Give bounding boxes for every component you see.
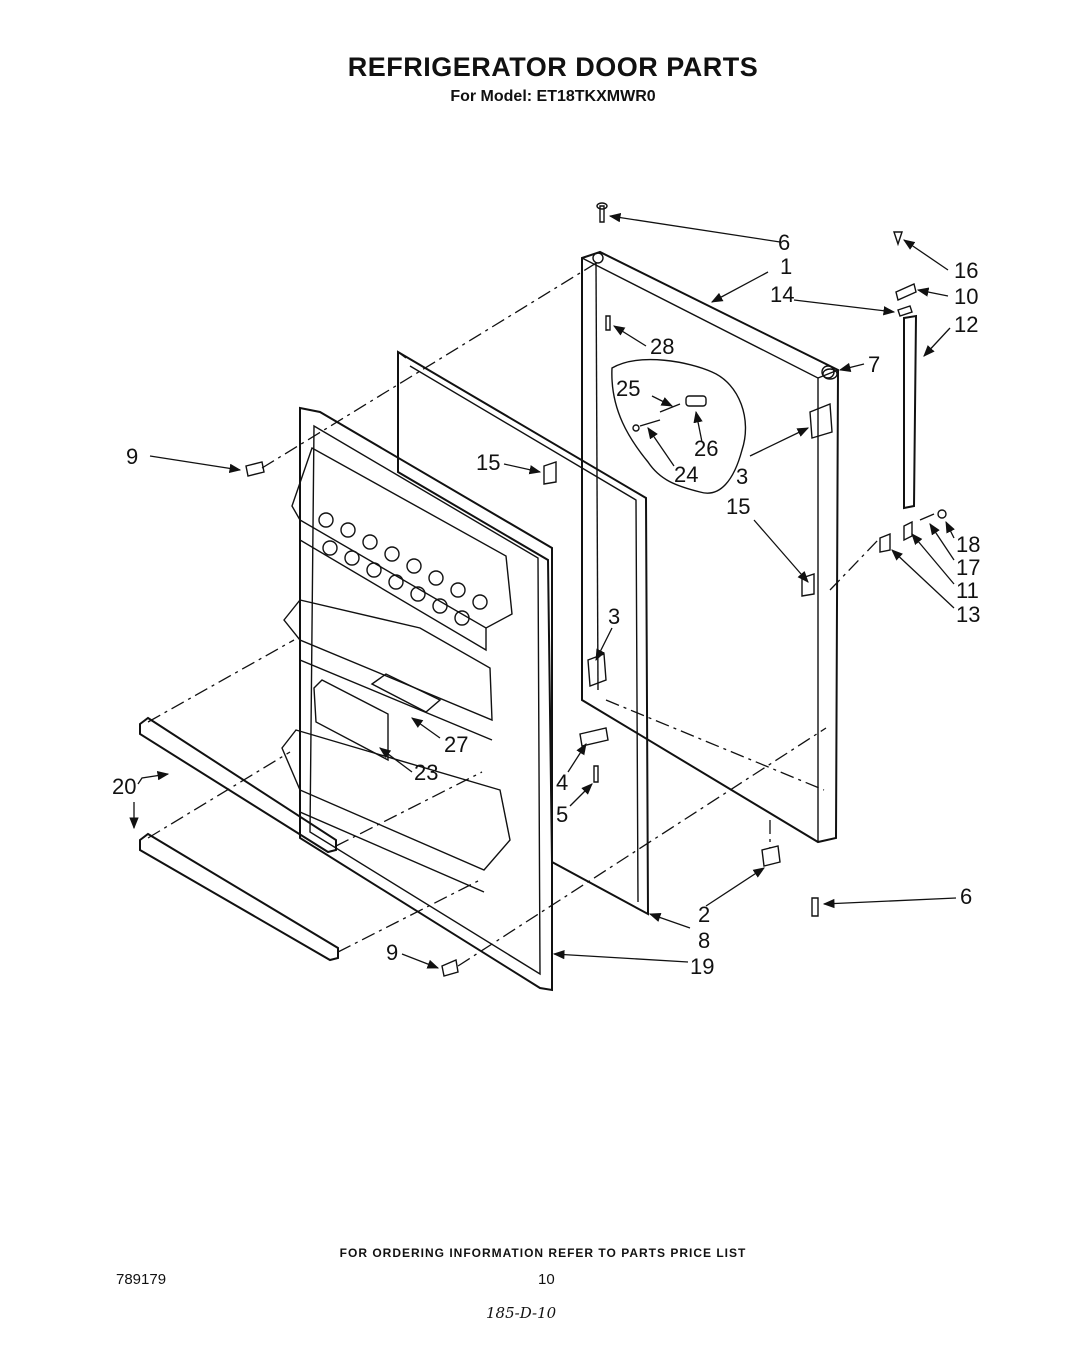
door-handle [903,314,918,510]
callout-24: 24 [674,462,698,487]
callout-27: 27 [444,732,468,757]
callout-26: 26 [694,436,718,461]
page-title: REFRIGERATOR DOOR PARTS [347,52,759,82]
shelf-bars [139,716,339,962]
callout-28: 28 [650,334,674,359]
callout-16: 16 [954,258,978,283]
callout-5: 5 [556,802,568,827]
callout-6: 6 [778,230,790,255]
callout-17: 17 [956,555,980,580]
callout-18: 18 [956,532,980,557]
callout-10: 10 [954,284,978,309]
egg-tray [318,512,488,626]
callout-3-top: 3 [736,464,748,489]
callout-7: 7 [868,352,880,377]
insulation-detail-bubble [611,358,747,494]
inner-door-liner [281,406,553,992]
callout-8: 8 [698,928,710,953]
callout-2: 2 [698,902,710,927]
alignment-lines [147,261,879,967]
ordering-note: FOR ORDERING INFORMATION REFER TO PARTS … [339,1246,747,1260]
callout-13: 13 [956,602,980,627]
outer-door-panel [581,250,840,844]
door-gasket [397,350,650,916]
callout-1: 1 [780,254,792,279]
callout-9-bottom: 9 [386,940,398,965]
callout-19: 19 [690,954,714,979]
callout-labels: 6 1 16 10 14 12 28 7 25 26 24 3 9 15 15 … [112,230,980,979]
callout-14: 14 [770,282,794,307]
callout-3-bottom: 3 [608,604,620,629]
callout-6-bottom: 6 [960,884,972,909]
dairy-door [370,673,442,713]
callout-11: 11 [956,578,979,603]
callout-20: 20 [112,774,136,799]
callout-9-top: 9 [126,444,138,469]
callout-12: 12 [954,312,978,337]
handwritten-note: 185-D-10 [486,1304,557,1322]
callout-23: 23 [414,760,438,785]
leader-lines [129,212,957,969]
page-number: 10 [538,1271,555,1288]
document-number: 789179 [116,1271,167,1288]
detail-hardware [632,395,707,432]
callout-4: 4 [556,770,568,795]
callout-15-door: 15 [726,494,750,519]
butter-compartment [313,679,389,762]
callout-15-liner: 15 [476,450,500,475]
callout-25: 25 [616,376,640,401]
model-subtitle: For Model: ET18TKXMWR0 [450,88,656,105]
